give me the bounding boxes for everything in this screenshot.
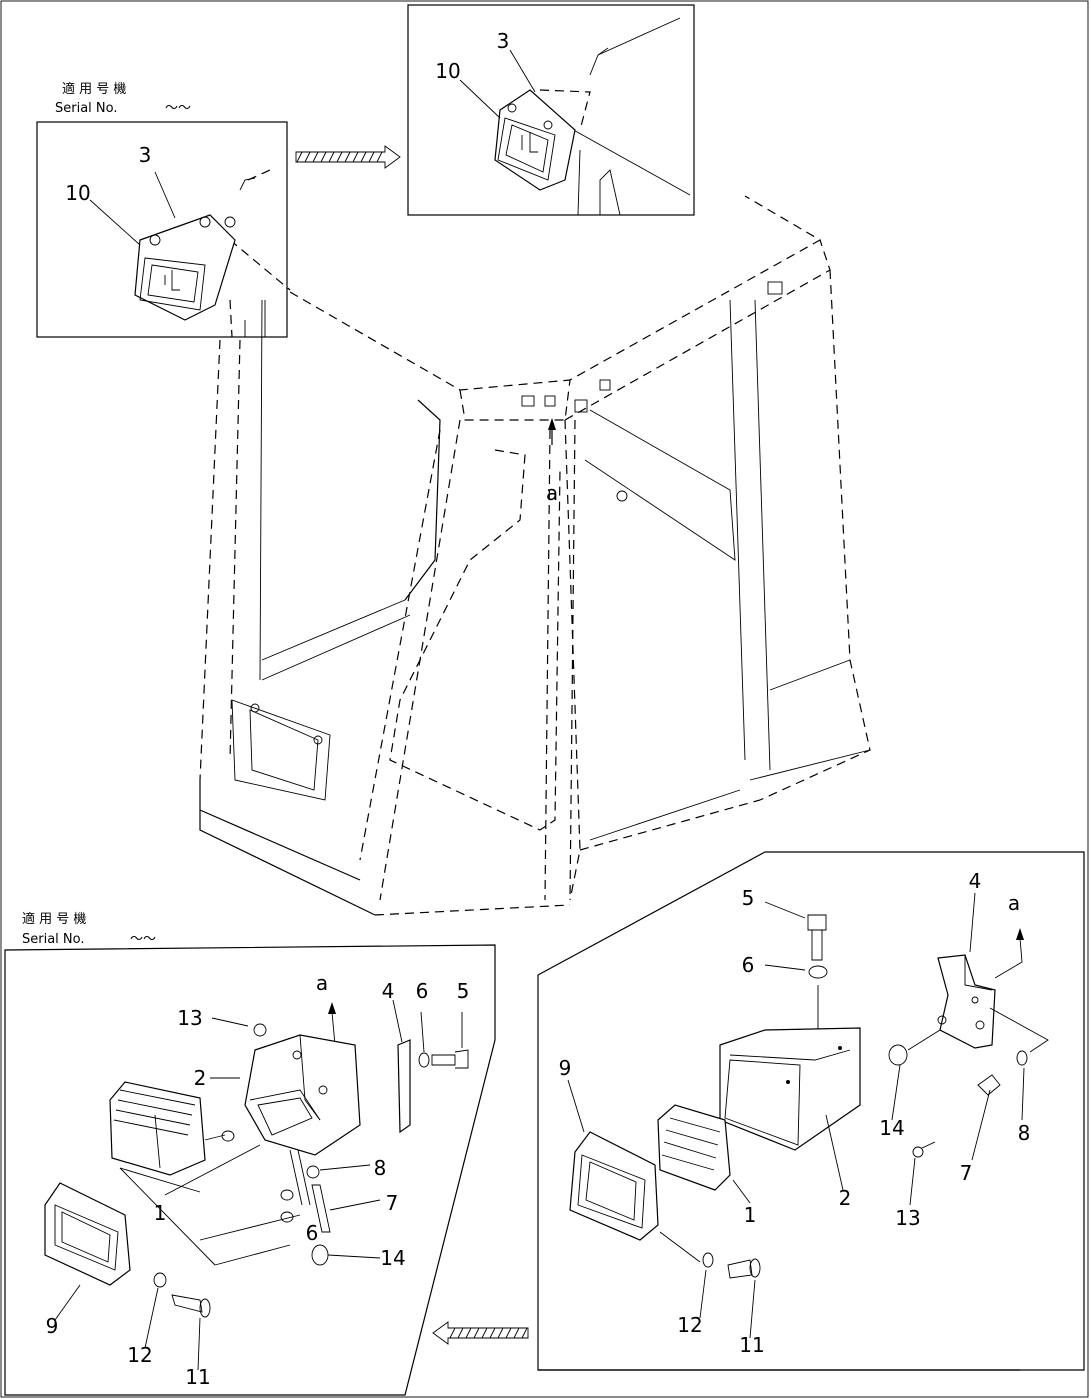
inset-bl-frame [4,944,496,1396]
inset-br-callout-13: 13 [895,1206,920,1230]
inset-top-left: 適 用 号 機 Serial No. ～～ 3 10 [36,81,291,338]
inset-tl-callout-10: 10 [65,181,90,205]
inset-bl-callout-7: 7 [386,1191,399,1215]
main-ref-letter: a [546,481,558,505]
inset-bl-callout-8: 8 [374,1156,387,1180]
inset-bl-callout-2: 2 [194,1066,207,1090]
inset-tr-frame [407,4,695,216]
inset-bottom-right: a 5 6 4 9 14 [537,851,1085,1371]
inset-br-callout-12: 12 [677,1313,702,1337]
inset-tr-callout-3: 3 [497,29,510,53]
inset-br-callout-2: 2 [839,1186,852,1210]
inset-bl-callout-1: 1 [154,1201,167,1225]
inset-tl-frame [36,121,288,338]
inset-br-callout-9: 9 [559,1056,572,1080]
inset-bl-serial-range: ～～ [130,932,156,947]
inset-tl-serial-range: ～～ [165,101,191,116]
inset-br-callout-1: 1 [744,1203,757,1227]
inset-bl-callout-13: 13 [177,1006,202,1030]
inset-tl-applicable-label: 適 用 号 機 [62,81,126,97]
hatched-arrow-right-icon [295,145,401,169]
inset-br-ref-letter: a [1008,891,1020,915]
inset-br-callout-4: 4 [969,869,982,893]
inset-bl-callout-12: 12 [127,1343,152,1367]
inset-bl-callout-4: 4 [382,979,395,1003]
inset-tr-callout-10: 10 [435,59,460,83]
inset-bl-callout-14: 14 [380,1246,405,1270]
inset-br-callout-7: 7 [960,1161,973,1185]
inset-br-callout-5: 5 [742,886,755,910]
inset-br-callout-14: 14 [879,1116,904,1140]
inset-br-frame [537,851,1085,1371]
inset-br-callout-6: 6 [742,953,755,977]
inset-bl-ref-letter: a [316,971,328,995]
inset-bottom-left: 適 用 号 機 Serial No. ～～ a [4,911,496,1396]
inset-tl-serial-label: Serial No. [55,101,118,116]
inset-tl-callout-3: 3 [139,143,152,167]
inset-bl-callout-9: 9 [46,1314,59,1338]
cab-drawing: a [199,195,871,916]
inset-bl-callout-5: 5 [457,979,470,1003]
inset-br-callout-11: 11 [739,1333,764,1357]
hatched-arrow-left-icon [432,1321,529,1345]
inset-bl-callout-11: 11 [185,1365,210,1389]
inset-bl-applicable-label: 適 用 号 機 [22,911,86,927]
inset-top-right: 3 10 [407,4,695,216]
inset-br-callout-8: 8 [1018,1121,1031,1145]
inset-bl-callout-6b: 6 [306,1221,319,1245]
inset-bl-serial-label: Serial No. [22,932,85,947]
inset-bl-callout-6a: 6 [416,979,429,1003]
